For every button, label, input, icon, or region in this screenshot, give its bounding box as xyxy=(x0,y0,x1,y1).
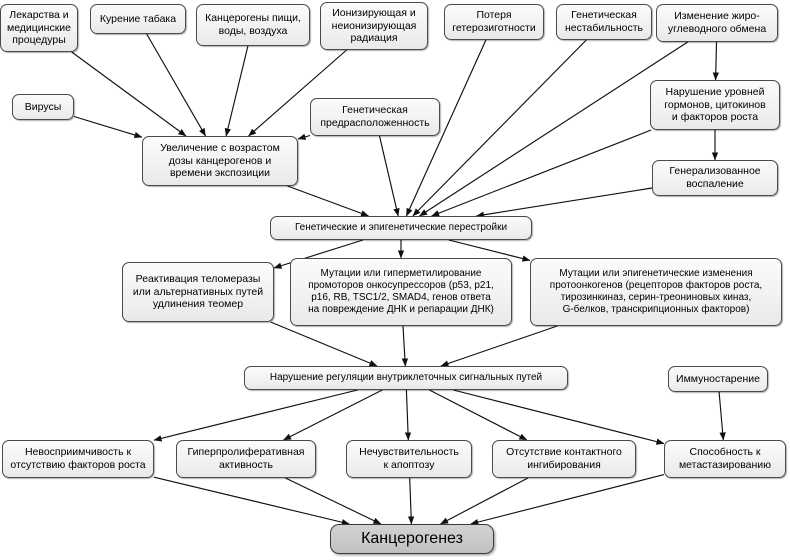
edge-signalpath-to-contactinh xyxy=(429,389,528,441)
node-mutations_ts: Мутации или гиперметилирование промоторо… xyxy=(290,258,512,326)
node-metabolism: Изменение жиро- углеводного обмена xyxy=(656,4,778,42)
node-contactinh: Отсутствие контактного ингибирования xyxy=(492,440,636,478)
node-telomerase: Реактивация теломеразы или альтернативны… xyxy=(122,262,274,322)
edge-immunoaging-to-metastasis xyxy=(718,391,726,441)
edge-hormones-to-genrearr xyxy=(431,129,652,217)
node-hormones: Нарушение уровней гормонов, цитокинов и … xyxy=(650,80,780,130)
node-metastasis: Способность к метастазированию xyxy=(664,440,786,478)
edge-mutations_ts-to-signalpath xyxy=(401,325,409,367)
edge-telomerase-to-signalpath xyxy=(270,321,378,367)
edge-predisp-to-genrearr xyxy=(378,135,400,217)
edge-metabolism-to-hormones xyxy=(712,41,719,81)
edge-noGF-to-cancer xyxy=(153,476,350,526)
node-drugs: Лекарства и медицинские процедуры xyxy=(0,4,78,52)
node-viruses: Вирусы xyxy=(12,94,74,120)
node-signalpath: Нарушение регуляции внутриклеточных сигн… xyxy=(244,366,568,390)
node-hyperprolif: Гиперпролиферативная активность xyxy=(176,440,316,478)
node-smoking: Курение табака xyxy=(90,4,186,34)
node-mutations_po: Мутации или эпигенетические изменения пр… xyxy=(530,258,782,326)
edge-viruses-to-dose xyxy=(73,115,143,139)
node-radiation: Ионизирующая и неионизирующая радиация xyxy=(320,2,428,50)
edge-predisp-to-dose xyxy=(297,133,311,140)
edge-carcinogens-to-dose xyxy=(224,45,249,137)
edge-mutations_po-to-signalpath xyxy=(440,325,558,367)
edge-apoptosis-to-cancer xyxy=(407,477,415,525)
edge-contactinh-to-cancer xyxy=(440,477,529,525)
edge-hyperprolif-to-cancer xyxy=(285,477,382,525)
edge-inflam-to-genrearr xyxy=(476,187,653,218)
node-dose: Увеличение с возрастом дозы канцерогенов… xyxy=(142,136,298,186)
node-cancer: Канцерогенез xyxy=(330,524,494,554)
node-immunoaging: Иммуностарение xyxy=(668,366,768,392)
edge-signalpath-to-hyperprolif xyxy=(283,389,383,441)
node-carcinogens: Канцерогены пищи, воды, воздуха xyxy=(196,4,310,46)
edge-signalpath-to-metastasis xyxy=(453,389,665,445)
edge-drugs-to-dose xyxy=(71,51,187,137)
edge-metabolism-to-genrearr xyxy=(419,41,689,217)
node-genrearr: Генетические и эпигенетические перестрой… xyxy=(270,216,532,240)
node-predisp: Генетическая предрасположенность xyxy=(310,98,440,136)
edge-dose-to-genrearr xyxy=(287,185,369,217)
edge-metastasis-to-cancer xyxy=(470,474,665,526)
node-noGF: Невосприимчивость к отсутствию факторов … xyxy=(2,440,154,478)
node-inflam: Генерализованное воспаление xyxy=(652,160,778,196)
node-instability: Генетическая нестабильность xyxy=(556,4,652,40)
node-apoptosis: Нечувствительность к апоптозу xyxy=(346,440,472,478)
edge-smoking-to-dose xyxy=(146,33,207,137)
edge-signalpath-to-apoptosis xyxy=(404,389,412,441)
node-heterozyg: Потеря гетерозиготности xyxy=(444,4,544,40)
edge-signalpath-to-noGF xyxy=(153,389,358,442)
